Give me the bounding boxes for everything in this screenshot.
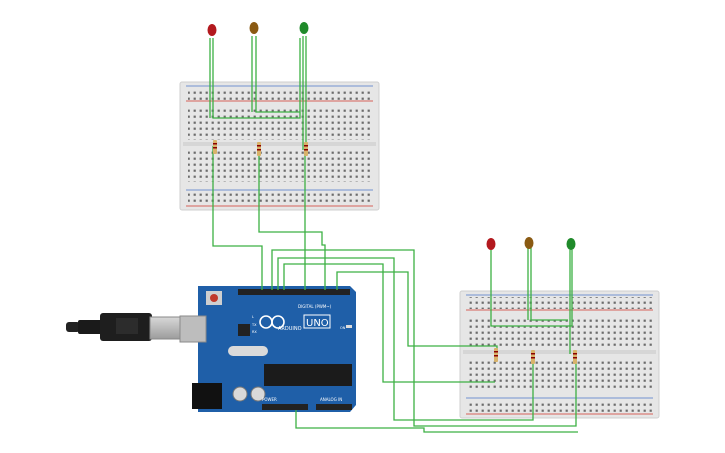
arduino-brand-text: ARDUINO — [278, 326, 302, 332]
wire-gnd-to-right — [295, 410, 578, 433]
pin-tx-label: TX — [251, 323, 257, 327]
led-green-icon — [566, 238, 576, 250]
wire-led-red-return — [212, 38, 301, 119]
reset-button[interactable] — [210, 294, 218, 302]
wires[interactable] — [209, 36, 578, 433]
wire-led-amber-right-return — [530, 248, 568, 321]
wire-led-red-right — [490, 250, 573, 327]
wire-pin-to-r1-right — [283, 263, 495, 383]
breadboard-right[interactable] — [459, 290, 660, 419]
resistors-right[interactable] — [494, 348, 577, 364]
wire-led-amber-return — [255, 36, 300, 113]
led-red-icon — [207, 24, 217, 36]
led-green-icon — [299, 22, 309, 34]
leds-right[interactable] — [486, 237, 576, 250]
power-pins-label: POWER — [262, 397, 277, 402]
digital-pins-label: DIGITAL (PWM~) — [298, 304, 332, 309]
wire-pin-to-r3-right — [271, 249, 577, 427]
wire-pin-to-rail-right — [336, 271, 498, 354]
wire-r2-to-pin — [258, 150, 326, 290]
wire-r1-to-pin — [212, 146, 263, 290]
arduino-uno-logo: UNO — [306, 318, 329, 329]
wire-pin-to-r2-right — [277, 257, 534, 421]
pin-l-label: L — [252, 315, 254, 319]
on-led-label: ON — [340, 326, 346, 330]
led-amber-icon — [249, 22, 259, 34]
usb-cable[interactable] — [66, 313, 183, 341]
leds-top[interactable] — [207, 22, 309, 36]
arduino-uno-board[interactable]: ARDUINO UNO DIGITAL (PWM~) POWER ANALOG … — [179, 286, 356, 412]
resistors-top[interactable] — [213, 140, 308, 156]
breadboard-top[interactable] — [179, 81, 380, 211]
pin-rx-label: RX — [252, 330, 257, 334]
led-amber-icon — [524, 237, 534, 249]
led-red-icon — [486, 238, 496, 250]
analog-pins-label: ANALOG IN — [320, 397, 342, 402]
